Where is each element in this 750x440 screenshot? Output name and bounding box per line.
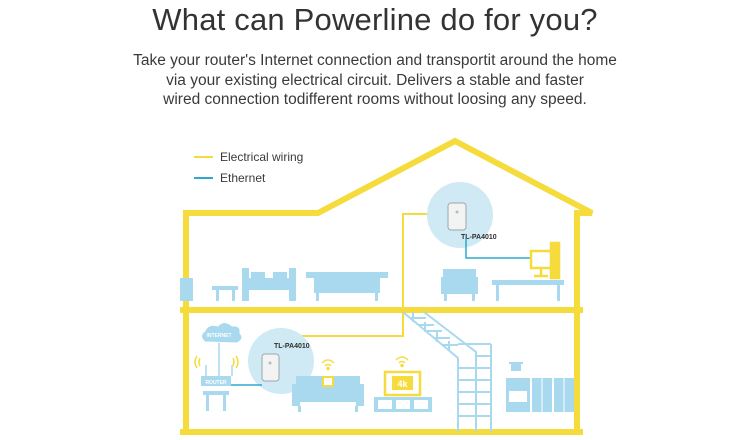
page-title: What can Powerline do for you? (152, 2, 598, 37)
ethernet-cables (230, 238, 530, 386)
upstairs-shelf (180, 278, 193, 301)
kitchen-pot (511, 364, 521, 371)
upstairs-side-table (212, 286, 238, 290)
upstairs-armchair (441, 269, 478, 301)
upstairs-adapter (447, 202, 467, 231)
staircase (402, 311, 492, 432)
tv-4k-badge: 4k (397, 379, 408, 389)
wiring-upstairs (402, 213, 432, 310)
router-wifi-icon (194, 355, 239, 369)
legend-ethernet-label: Ethernet (220, 171, 266, 185)
description-line-2: via your existing electrical circuit. De… (166, 71, 584, 89)
description-line-3: wired connection todifferent rooms witho… (163, 91, 587, 108)
kitchen (506, 362, 574, 412)
upstairs-adapter-label: TL-PA4010 (461, 234, 497, 241)
downstairs-adapter-label: TL-PA4010 (274, 343, 310, 350)
laptop-wifi-icon (321, 359, 335, 371)
legend-electrical-label: Electrical wiring (220, 150, 303, 164)
tv-4k: 4k (383, 370, 422, 397)
description: Take your router's Internet connection a… (0, 51, 750, 110)
downstairs-adapter (261, 353, 280, 382)
router: ROUTER (201, 365, 233, 411)
router-label: ROUTER (205, 380, 227, 386)
tv-stand (374, 397, 432, 412)
upstairs-dresser (306, 272, 388, 301)
upstairs-desk (492, 280, 564, 301)
tv-wifi-icon (395, 356, 409, 368)
legend: Electrical wiring Ethernet (194, 150, 303, 185)
internet-label: INTERNET (207, 333, 232, 339)
upstairs-computer (529, 241, 561, 280)
ethernet-upstairs-to-tv (465, 238, 530, 259)
laptop (322, 376, 334, 387)
sofa (292, 376, 364, 412)
description-line-1: Take your router's Internet connection a… (133, 52, 617, 69)
internet-cloud: INTERNET (201, 322, 243, 376)
upstairs-furniture (180, 268, 564, 301)
upstairs-bed (242, 268, 296, 301)
